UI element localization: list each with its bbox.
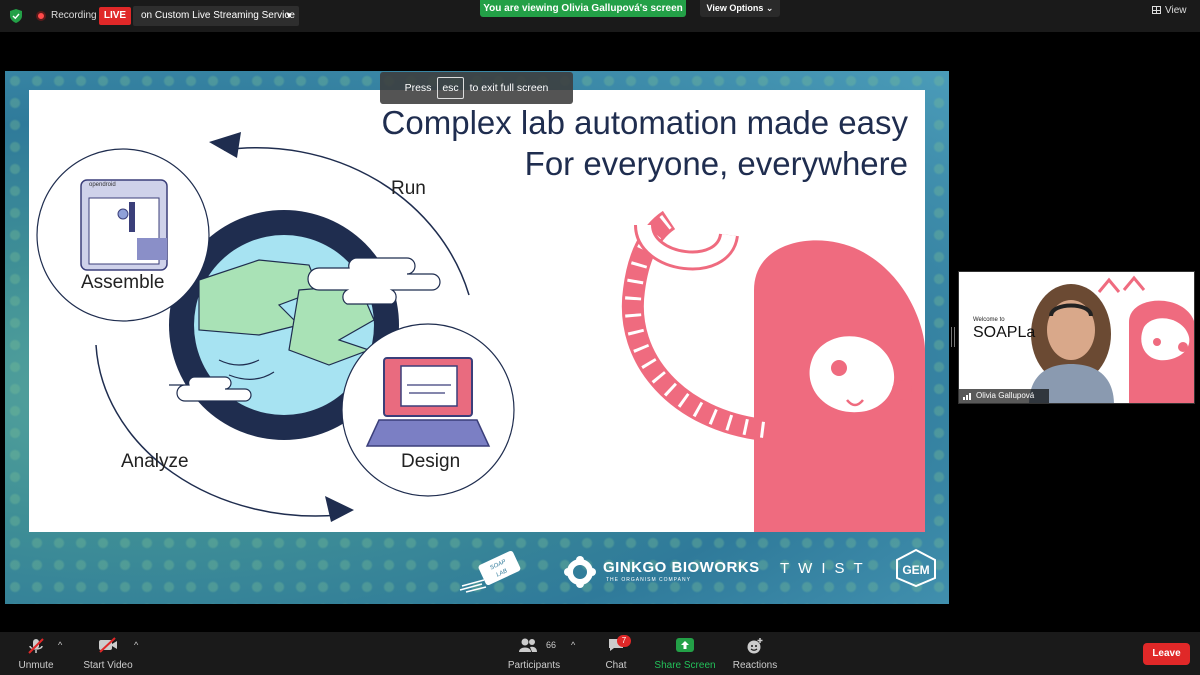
arrow-head-top-icon <box>209 132 241 158</box>
cloud-top-icon <box>307 257 441 305</box>
unmute-button[interactable]: Unmute <box>10 632 62 675</box>
live-stream-dropdown[interactable]: on Custom Live Streaming Service ▼ <box>133 6 299 26</box>
globe-land-1 <box>198 259 320 336</box>
cycle-label-design: Design <box>401 451 461 472</box>
recording-label[interactable]: Recording <box>51 10 97 21</box>
chat-button[interactable]: 7 Chat <box>596 632 636 675</box>
cycle-arc-bottom <box>95 344 340 517</box>
arrow-head-bottom-icon <box>325 496 354 522</box>
speaker-video-frame <box>1029 275 1194 403</box>
video-off-icon <box>99 637 117 653</box>
cycle-arc-top <box>223 147 470 296</box>
panel-resize-handle[interactable] <box>951 327 955 347</box>
chat-unread-badge: 7 <box>617 635 631 647</box>
reactions-button[interactable]: Reactions <box>730 632 780 675</box>
thumbnail-welcome-text: Welcome to <box>973 317 1005 323</box>
caret-down-icon: ▼ <box>285 11 293 20</box>
reactions-emoji-icon <box>747 638 763 654</box>
soap-lab-logo: SOAP LAB <box>459 551 521 593</box>
participants-options-caret-icon[interactable]: ^ <box>571 640 576 650</box>
view-label: View <box>1165 5 1187 16</box>
participants-button[interactable]: 66 Participants <box>505 632 563 675</box>
gallery-grid-icon <box>1152 6 1161 14</box>
laptop-keyboard-icon <box>365 419 491 447</box>
live-badge[interactable]: LIVE <box>99 7 131 25</box>
slide-content: Complex lab automation made easy For eve… <box>29 90 925 532</box>
participants-label: Participants <box>507 660 561 671</box>
signal-bars-icon <box>963 393 971 400</box>
view-button[interactable]: View <box>1152 5 1187 16</box>
participants-count: 66 <box>546 640 557 650</box>
cloud-bottom-icon <box>169 376 252 402</box>
audio-options-caret-icon[interactable]: ^ <box>58 640 63 650</box>
participant-name-tag: Olivia Gallupová <box>959 389 1049 403</box>
lab-cycle-illustration <box>36 132 925 532</box>
share-screen-button[interactable]: Share Screen <box>654 632 716 675</box>
esc-tip-after: to exit full screen <box>469 82 549 94</box>
chevron-down-icon: ⌄ <box>765 3 774 13</box>
video-options-caret-icon[interactable]: ^ <box>134 640 139 650</box>
cycle-label-analyze: Analyze <box>121 451 189 472</box>
ginkgo-bioworks-logo-text: GINKGO BIOWORKS <box>603 559 760 576</box>
share-screen-label: Share Screen <box>654 660 716 671</box>
participant-name: Olivia Gallupová <box>976 391 1035 400</box>
exit-fullscreen-tip: Press esc to exit full screen <box>380 72 573 104</box>
meeting-toolbar: Unmute ^ Start Video ^ 66 Participants ^… <box>0 632 1200 675</box>
view-options-label: View Options <box>706 3 764 13</box>
start-video-label: Start Video <box>83 660 133 671</box>
thumbnail-soap-text: SOAPLa <box>973 324 1036 341</box>
participant-video-thumbnail[interactable]: Welcome to SOAPLa Olivia Gallupová <box>958 271 1195 404</box>
ginkgo-logo-icon <box>564 556 596 588</box>
svg-text:GEM: GEM <box>902 563 929 577</box>
participants-icon <box>519 638 538 652</box>
view-options-button[interactable]: View Options ⌄ <box>700 0 780 17</box>
cycle-label-assemble: Assemble <box>81 272 165 293</box>
cycle-label-run: Run <box>391 178 426 199</box>
esc-tip-before: Press <box>404 82 432 94</box>
twist-logo: TWIST <box>780 560 872 577</box>
stream-service-label: on Custom Live Streaming Service <box>141 10 295 21</box>
reactions-label: Reactions <box>732 660 778 671</box>
viewing-screen-banner: You are viewing Olivia Gallupová's scree… <box>480 0 686 17</box>
security-shield-icon[interactable] <box>10 9 22 23</box>
slide-title-line-1: Complex lab automation made easy <box>381 104 908 141</box>
start-video-button[interactable]: Start Video <box>80 632 136 675</box>
mascot-face <box>809 336 895 413</box>
esc-key: esc <box>437 77 464 99</box>
ginkgo-tagline: THE ORGANISM COMPANY <box>606 577 691 583</box>
share-screen-icon <box>676 638 694 652</box>
chat-label: Chat <box>605 660 627 671</box>
recording-dot-icon <box>36 11 46 21</box>
leave-button[interactable]: Leave <box>1143 643 1190 665</box>
opendroid-label: opendroid <box>89 182 116 188</box>
svg-text:LAB: LAB <box>496 568 509 578</box>
igem-logo: GEM <box>896 548 936 588</box>
muted-mic-icon <box>28 638 44 654</box>
slide-title-line-2: For everyone, everywhere <box>524 145 908 182</box>
unmute-label: Unmute <box>18 660 54 671</box>
